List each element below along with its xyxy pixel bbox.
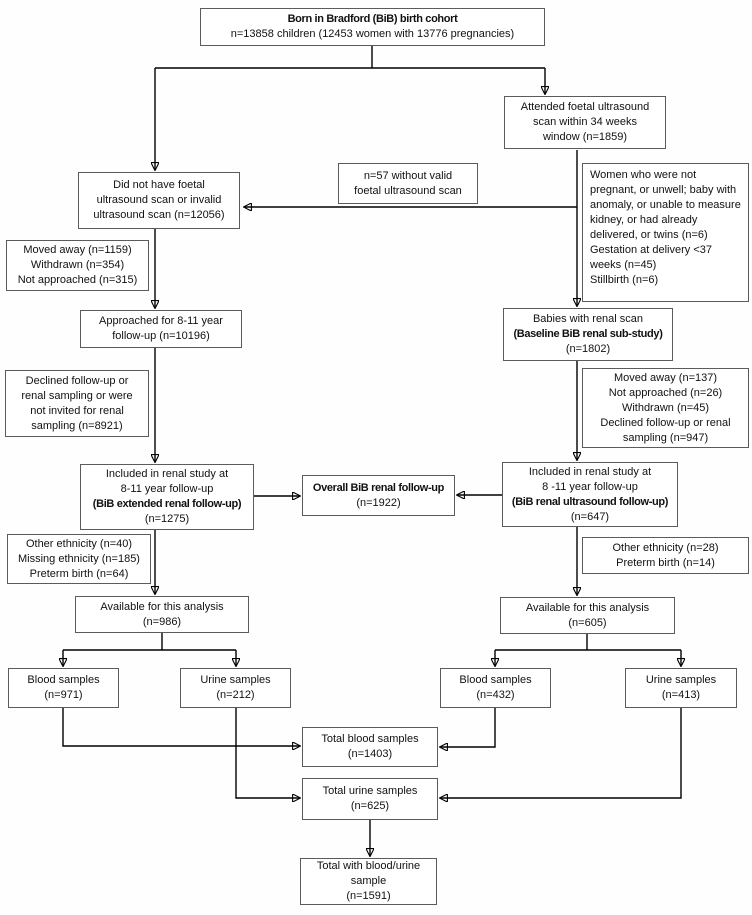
node-excluded-women: Women who were not pregnant, or unwell; … <box>582 163 749 302</box>
node-attended-ultrasound-line3: window (n=1859) <box>542 131 628 143</box>
node-approached-line2: follow-up (n=10196) <box>112 330 210 342</box>
node-included-extended-line1: Included in renal study at <box>105 468 229 480</box>
arrow-blood-right-to-total <box>441 708 496 747</box>
node-included-extended-followup: Included in renal study at 8-11 year fol… <box>80 464 254 530</box>
node-urine-left-label: Urine samples <box>200 674 271 686</box>
node-attrition-right-line3: Withdrawn (n=45) <box>621 401 710 414</box>
node-attrition-right-line2: Not approached (n=26) <box>608 386 723 399</box>
node-urine-right-label: Urine samples <box>645 674 717 686</box>
node-eth-left-line2: Missing ethnicity (n=185) <box>18 552 140 565</box>
node-no-ultrasound-line1: Did not have foetal <box>113 179 205 191</box>
node-total-combined-line1: Total with blood/urine <box>316 860 421 872</box>
node-invalid-ultrasound: n=57 without valid foetal ultrasound sca… <box>338 163 478 204</box>
node-overall-title: Overall BiB renal follow-up <box>312 481 445 494</box>
node-overall-count: (n=1922) <box>356 496 401 509</box>
node-birth-cohort-count: n=13858 children (12453 women with 13776… <box>230 28 515 40</box>
arrow-urine-left-to-total <box>235 708 299 798</box>
node-attrition-moved-away-left: Moved away (n=1159) Withdrawn (n=354) No… <box>6 240 149 291</box>
node-urine-samples-right: Urine samples (n=413) <box>625 668 737 708</box>
node-total-combined: Total with blood/urine sample (n=1591) <box>300 858 437 905</box>
node-total-urine-label: Total urine samples <box>322 785 418 797</box>
node-included-ultrasound-line1: Included in renal study at <box>528 465 652 478</box>
node-blood-left-count: (n=971) <box>44 689 83 701</box>
node-approached-followup: Approached for 8-11 year follow-up (n=10… <box>80 310 242 348</box>
node-included-ultrasound-title: (BiB renal ultrasound follow-up) <box>511 495 669 508</box>
node-urine-samples-left: Urine samples (n=212) <box>180 668 291 708</box>
node-included-extended-title: (BiB extended renal follow-up) <box>92 498 242 510</box>
connector-available-left-split <box>63 633 236 651</box>
node-declined-followup: Declined follow-up or renal sampling or … <box>5 370 149 437</box>
node-blood-right-count: (n=432) <box>476 689 515 701</box>
arrow-blood-left-to-total <box>62 708 299 746</box>
node-blood-right-label: Blood samples <box>459 674 532 686</box>
node-total-blood-count: (n=1403) <box>347 748 393 760</box>
node-eth-left-line1: Other ethnicity (n=40) <box>25 537 133 550</box>
node-total-combined-count: (n=1591) <box>346 890 391 902</box>
node-declined-line3: not invited for renal <box>30 404 124 417</box>
node-eth-left-line3: Preterm birth (n=64) <box>29 567 129 580</box>
node-total-combined-line2: sample <box>350 875 387 887</box>
node-overall-renal-followup: Overall BiB renal follow-up (n=1922) <box>302 475 455 516</box>
node-excluded-women-reasons: Women who were not pregnant, or unwell; … <box>590 169 741 241</box>
node-attrition-left1-line2: Withdrawn (n=354) <box>30 259 125 271</box>
node-urine-left-count: (n=212) <box>216 689 255 701</box>
node-declined-line4: sampling (n=8921) <box>31 419 123 432</box>
connector-available-right-split <box>495 634 681 651</box>
node-invalid-ultrasound-line1: n=57 without valid <box>363 169 453 182</box>
node-no-ultrasound: Did not have foetal ultrasound scan or i… <box>78 172 240 229</box>
node-eth-right-line1: Other ethnicity (n=28) <box>612 541 719 554</box>
node-total-blood-label: Total blood samples <box>321 733 419 745</box>
node-available-right-line1: Available for this analysis <box>525 601 650 614</box>
node-attrition-left1-line1: Moved away (n=1159) <box>23 244 132 256</box>
node-attended-ultrasound-line2: scan within 34 weeks <box>533 116 637 128</box>
node-attrition-right-line1: Moved away (n=137) <box>613 371 718 384</box>
node-included-extended-line2: 8-11 year follow-up <box>120 483 214 495</box>
node-available-right: Available for this analysis (n=605) <box>500 597 675 634</box>
node-included-ultrasound-line2: 8 -11 year follow-up <box>542 480 638 493</box>
node-attrition-left1-line3: Not approached (n=315) <box>17 274 138 286</box>
node-renal-substudy-count: (n=1802) <box>565 343 611 355</box>
node-included-extended-count: (n=1275) <box>144 513 190 525</box>
node-available-left-line1: Available for this analysis <box>100 600 224 613</box>
node-blood-left-label: Blood samples <box>27 674 100 686</box>
node-available-left-count: (n=986) <box>142 615 182 628</box>
node-blood-samples-right: Blood samples (n=432) <box>440 668 551 708</box>
node-total-urine: Total urine samples (n=625) <box>302 778 438 820</box>
node-included-ultrasound-count: (n=647) <box>570 510 610 523</box>
node-excluded-women-stillbirth: Stillbirth (n=6) <box>590 274 659 286</box>
node-declined-line1: Declined follow-up or <box>25 374 129 387</box>
node-attended-ultrasound: Attended foetal ultrasound scan within 3… <box>504 96 666 149</box>
arrow-urine-right-to-total <box>441 708 682 798</box>
node-attended-ultrasound-line1: Attended foetal ultrasound <box>520 101 650 113</box>
node-urine-right-count: (n=413) <box>661 689 701 701</box>
node-renal-substudy-title: (Baseline BiB renal sub-study) <box>513 328 663 340</box>
node-total-urine-count: (n=625) <box>350 800 390 812</box>
node-no-ultrasound-line2: ultrasound scan or invalid <box>96 194 222 206</box>
node-total-blood: Total blood samples (n=1403) <box>302 727 438 767</box>
node-renal-substudy: Babies with renal scan (Baseline BiB ren… <box>503 308 673 361</box>
node-eth-right-line2: Preterm birth (n=14) <box>616 556 715 569</box>
node-available-left: Available for this analysis (n=986) <box>75 596 249 633</box>
node-approached-line1: Approached for 8-11 year <box>99 315 223 327</box>
node-attrition-right-line4: Declined follow-up or renal <box>600 416 731 429</box>
node-birth-cohort: Born in Bradford (BiB) birth cohort n=13… <box>200 8 545 46</box>
node-included-ultrasound-followup: Included in renal study at 8 -11 year fo… <box>502 462 678 527</box>
node-renal-substudy-line1: Babies with renal scan <box>532 313 644 325</box>
node-attrition-right: Moved away (n=137) Not approached (n=26)… <box>582 368 749 448</box>
node-excluded-women-gestation: Gestation at delivery <37 weeks (n=45) <box>590 244 712 271</box>
node-declined-line2: renal sampling or were <box>21 389 133 402</box>
node-excluded-ethnicity-left: Other ethnicity (n=40) Missing ethnicity… <box>7 534 151 584</box>
connector-cohort-split <box>155 46 545 69</box>
node-birth-cohort-title: Born in Bradford (BiB) birth cohort <box>287 13 458 25</box>
node-attrition-right-line5: sampling (n=947) <box>622 431 709 444</box>
node-no-ultrasound-line3: ultrasound scan (n=12056) <box>93 209 225 221</box>
node-invalid-ultrasound-line2: foetal ultrasound scan <box>354 184 462 197</box>
node-blood-samples-left: Blood samples (n=971) <box>8 668 119 708</box>
node-available-right-count: (n=605) <box>568 616 607 629</box>
node-excluded-ethnicity-right: Other ethnicity (n=28) Preterm birth (n=… <box>582 537 749 574</box>
